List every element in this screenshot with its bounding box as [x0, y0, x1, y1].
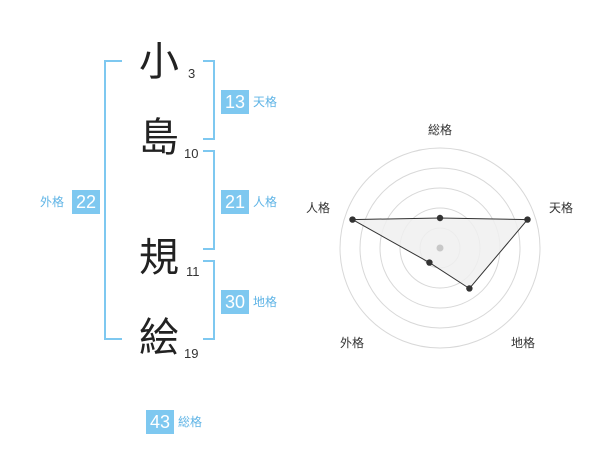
jinkaku-value: 21: [221, 190, 249, 214]
soukaku-value: 43: [146, 410, 174, 434]
radar-center-point: [436, 244, 444, 252]
radar-point-4: [426, 259, 433, 266]
name-char-1: 小: [139, 39, 179, 85]
radar-point-2: [524, 216, 531, 223]
radar-point-1: [436, 214, 444, 222]
name-char-4: 絵: [139, 315, 179, 361]
stroke-count-1: 3: [188, 66, 196, 81]
jinkaku-bracket: [203, 150, 215, 250]
chikaku-label: 地格: [253, 295, 278, 309]
gaikaku-bracket: [104, 60, 122, 340]
radar-axis-label-1: 総格: [428, 122, 452, 137]
radar-point-5: [349, 216, 356, 223]
radar-point-3: [466, 285, 473, 292]
soukaku-label: 総格: [178, 415, 203, 429]
tenkaku-bracket: [203, 60, 215, 140]
stroke-count-3: 11: [186, 264, 200, 279]
radar-polygon: [350, 217, 529, 290]
name-char-3: 規: [139, 235, 179, 281]
jinkaku-label: 人格: [253, 195, 278, 209]
radar-axis-label-3: 地格: [511, 335, 535, 350]
tenkaku-label: 天格: [253, 95, 278, 109]
name-char-2: 島: [139, 115, 179, 161]
radar-grid-ring: [359, 167, 521, 329]
radar-axis-label-5: 人格: [306, 200, 330, 215]
stroke-count-4: 19: [184, 346, 199, 361]
radar-grid-ring: [339, 147, 541, 349]
chikaku-value: 30: [221, 290, 249, 314]
tenkaku-value: 13: [221, 90, 249, 114]
radar-points: [349, 214, 531, 292]
stroke-count-2: 10: [184, 146, 199, 161]
radar-axis-label-2: 天格: [549, 200, 573, 215]
radar-axis-label-4: 外格: [340, 335, 364, 350]
gaikaku-value: 22: [72, 190, 100, 214]
chikaku-bracket: [203, 260, 215, 340]
gaikaku-label: 外格: [40, 195, 65, 209]
